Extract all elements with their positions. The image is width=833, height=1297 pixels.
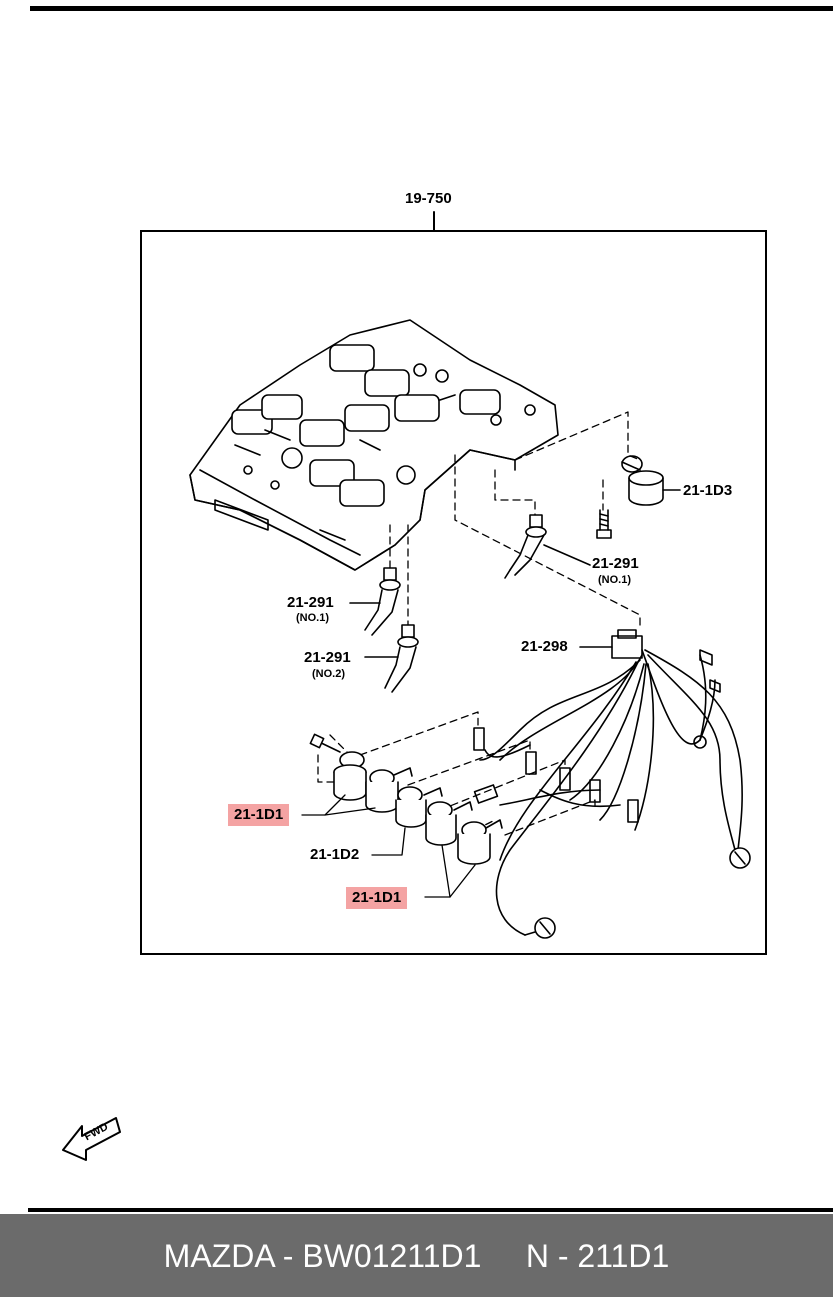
label-21-291-left-2: 21-291 [304,649,351,666]
label-21-298: 21-298 [521,638,568,655]
label-21-291-left-2-sub: (NO.2) [312,668,345,680]
diagram-frame [140,230,767,955]
label-21-1d1-upper[interactable]: 21-1D1 [228,804,290,826]
solenoid-cluster [309,733,503,865]
label-21-1d3: 21-1D3 [683,482,733,499]
bolt [596,509,612,539]
label-21-1d1-lower[interactable]: 21-1D1 [346,887,408,909]
footer-part-number: MAZDA - BW01211D1 N - 211D1 [163,1238,670,1274]
label-19-750: 19-750 [405,190,452,207]
footer-bar: MAZDA - BW01211D1 N - 211D1 [0,1214,833,1297]
wire-harness [473,649,751,939]
sensor-291-right [504,514,591,579]
top-rule [30,6,833,11]
label-21-291-left-1-sub: (NO.1) [296,612,329,624]
valve-body [189,319,559,571]
label-21-1d2: 21-1D2 [310,846,360,863]
bottom-rule [28,1208,833,1212]
label-21-291-right-sub: (NO.1) [598,574,631,586]
label-21-291-left-1: 21-291 [287,594,334,611]
label-21-291-right: 21-291 [592,555,639,572]
sensor-291-left-no1 [349,567,401,636]
connector-21-298 [579,629,643,659]
solenoid-1d3 [621,455,681,506]
sensor-291-left-no2 [364,624,419,693]
fwd-arrow [62,1117,121,1161]
